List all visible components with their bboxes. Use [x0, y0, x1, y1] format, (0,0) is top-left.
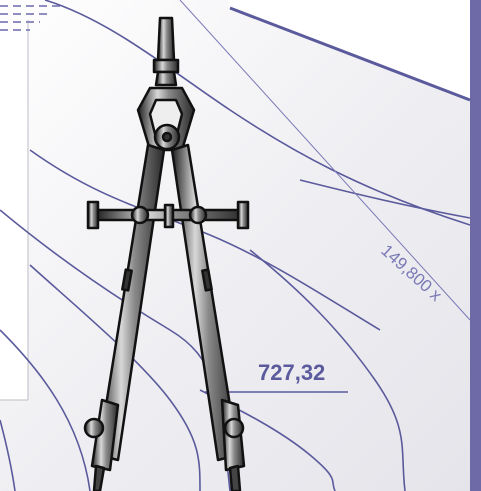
inset-panel — [0, 20, 28, 400]
grid-line — [179, 0, 471, 321]
right-frame-bar — [470, 0, 481, 491]
drafting-compass-icon — [83, 16, 250, 491]
map-border-line — [229, 6, 471, 102]
coordinate-label: 149,800 x — [377, 241, 446, 305]
dashed-marks — [0, 5, 60, 31]
elevation-label: 727,32 — [258, 360, 325, 385]
